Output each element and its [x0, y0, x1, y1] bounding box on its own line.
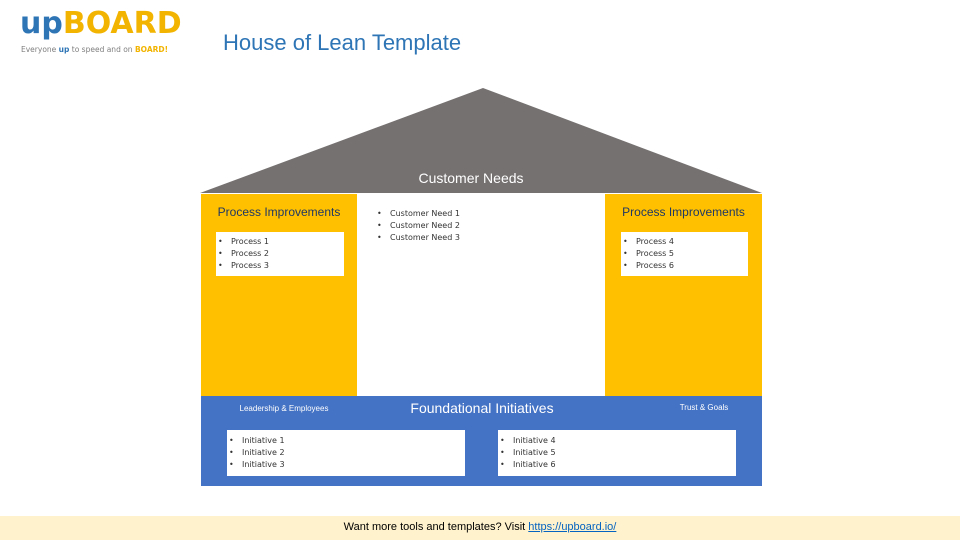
logo-board: BOARD	[62, 6, 182, 41]
list-item: Initiative 5	[498, 447, 736, 459]
left-pillar-list-box: Process 1 Process 2 Process 3	[216, 232, 344, 276]
list-item: Process 3	[216, 260, 344, 272]
list-item: Customer Need 3	[375, 232, 460, 244]
footer-band	[0, 516, 960, 540]
right-pillar-list: Process 4 Process 5 Process 6	[621, 232, 748, 272]
right-pillar-list-box: Process 4 Process 5 Process 6	[621, 232, 748, 276]
foundation-right-list: Initiative 4 Initiative 5 Initiative 6	[498, 430, 736, 471]
foundation-right-list-box: Initiative 4 Initiative 5 Initiative 6	[498, 430, 736, 476]
foundation-right-label: Trust & Goals	[679, 403, 729, 412]
list-item: Process 1	[216, 236, 344, 248]
right-pillar-title: Process Improvements	[622, 205, 745, 219]
foundation-left-list-box: Initiative 1 Initiative 2 Initiative 3	[227, 430, 465, 476]
left-pillar	[201, 194, 357, 396]
foundation-left-list: Initiative 1 Initiative 2 Initiative 3	[227, 430, 465, 471]
list-item: Initiative 4	[498, 435, 736, 447]
list-item: Initiative 1	[227, 435, 465, 447]
list-item: Process 4	[621, 236, 748, 248]
logo-up: up	[20, 6, 63, 41]
foundation-title: Foundational Initiatives	[410, 400, 554, 416]
list-item: Process 2	[216, 248, 344, 260]
list-item: Process 6	[621, 260, 748, 272]
roof-shape	[200, 88, 762, 193]
right-pillar	[605, 194, 762, 396]
footer: Want more tools and templates? Visit htt…	[0, 521, 960, 533]
tagline-mid: to speed and on	[69, 45, 135, 54]
list-item: Initiative 6	[498, 459, 736, 471]
list-item: Customer Need 2	[375, 220, 460, 232]
foundation-left-label: Leadership & Employees	[239, 404, 329, 413]
roof	[200, 88, 762, 193]
tagline-up: up	[58, 45, 70, 54]
tagline-board: BOARD!	[134, 45, 169, 54]
footer-link[interactable]: https://upboard.io/	[528, 521, 617, 533]
center-area: Customer Need 1 Customer Need 2 Customer…	[357, 194, 605, 396]
customer-needs-list: Customer Need 1 Customer Need 2 Customer…	[375, 208, 460, 244]
left-pillar-title: Process Improvements	[217, 205, 341, 219]
roof-label: Customer Needs	[418, 170, 524, 186]
footer-text: Want more tools and templates? Visit	[343, 521, 529, 533]
page-title: House of Lean Template	[223, 30, 462, 55]
logo: upBOARD	[20, 6, 182, 42]
list-item: Initiative 2	[227, 447, 465, 459]
list-item: Customer Need 1	[375, 208, 460, 220]
tagline-pre: Everyone	[21, 45, 59, 54]
list-item: Initiative 3	[227, 459, 465, 471]
logo-tagline: Everyone up to speed and on BOARD!	[21, 45, 168, 54]
left-pillar-list: Process 1 Process 2 Process 3	[216, 232, 344, 272]
list-item: Process 5	[621, 248, 748, 260]
